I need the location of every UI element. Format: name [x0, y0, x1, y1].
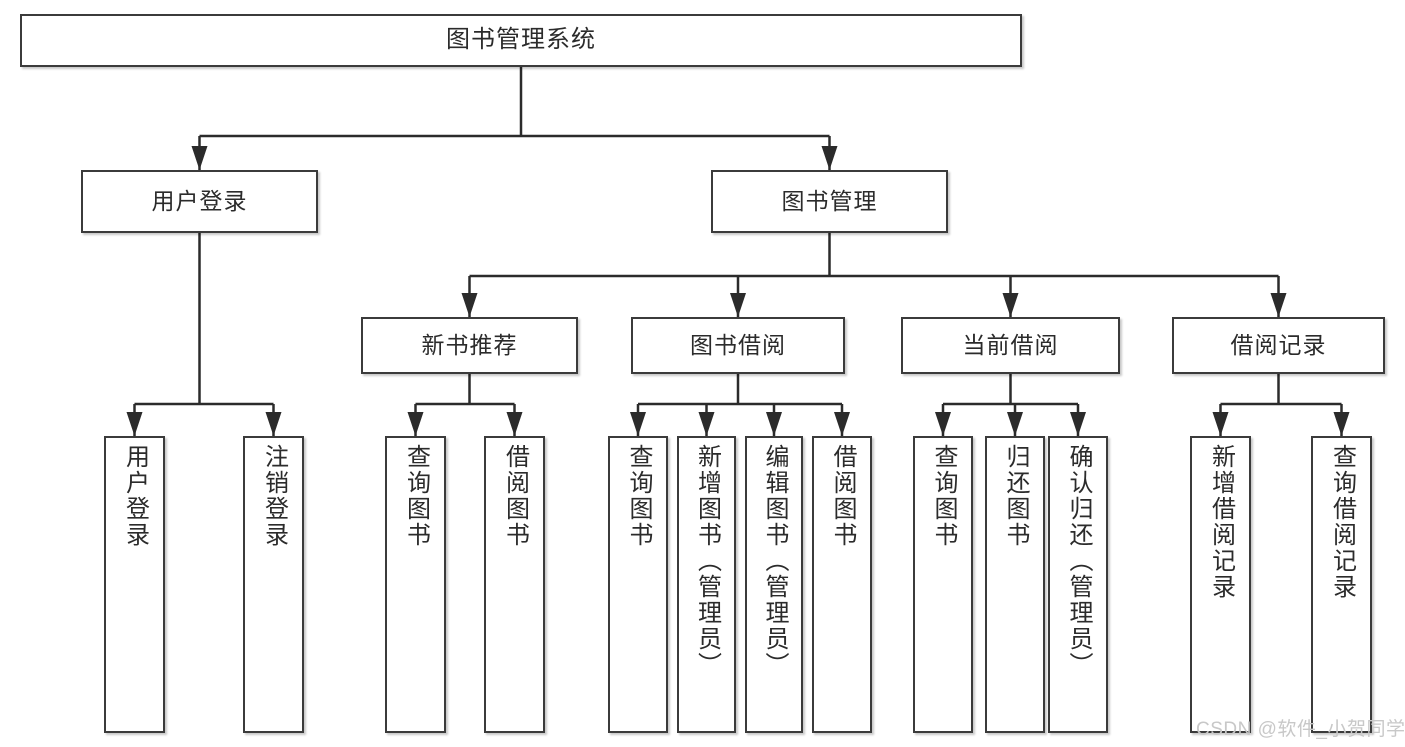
- arrowhead-user-login: [191, 146, 208, 170]
- node-label-user-login: 用户登录: [151, 187, 248, 214]
- node-leaf-user-login: 用户登录: [104, 436, 165, 733]
- arrowhead-leaf-query-book-1: [407, 412, 424, 436]
- node-new-book-rec: 新书推荐: [361, 317, 578, 374]
- node-leaf-query-book-1: 查询图书: [385, 436, 446, 733]
- node-leaf-add-record: 新增借阅记录: [1190, 436, 1251, 733]
- arrowhead-leaf-borrow-book-1: [506, 412, 523, 436]
- node-leaf-confirm-return: 确认归还（管理员）: [1048, 436, 1108, 733]
- node-current-borrow: 当前借阅: [901, 317, 1120, 374]
- node-user-login: 用户登录: [81, 170, 318, 233]
- node-label-book-borrow: 图书借阅: [690, 331, 786, 358]
- node-leaf-borrow-book-2: 借阅图书: [812, 436, 872, 733]
- node-leaf-query-book-2: 查询图书: [608, 436, 668, 733]
- node-leaf-return-book: 归还图书: [985, 436, 1045, 733]
- node-label-leaf-query-book-2: 查询图书: [625, 444, 652, 548]
- node-leaf-query-record: 查询借阅记录: [1311, 436, 1372, 733]
- node-borrow-record: 借阅记录: [1172, 317, 1385, 374]
- arrowhead-book-manage: [821, 146, 838, 170]
- node-label-book-manage: 图书管理: [781, 187, 878, 214]
- arrowhead-current-borrow: [1002, 293, 1019, 317]
- arrowhead-leaf-add-book: [698, 412, 715, 436]
- node-leaf-logout: 注销登录: [243, 436, 304, 733]
- arrowhead-leaf-user-login: [126, 412, 143, 436]
- node-book-borrow: 图书借阅: [631, 317, 845, 374]
- arrowhead-leaf-add-record: [1212, 412, 1229, 436]
- arrowhead-leaf-return-book: [1007, 412, 1023, 436]
- arrowhead-book-borrow: [730, 293, 746, 317]
- arrowhead-leaf-logout: [265, 412, 282, 436]
- arrowhead-new-book-rec: [461, 293, 478, 317]
- node-book-manage: 图书管理: [711, 170, 948, 233]
- arrowhead-borrow-record: [1270, 293, 1287, 317]
- node-label-current-borrow: 当前借阅: [962, 331, 1059, 358]
- node-label-leaf-user-login: 用户登录: [121, 444, 149, 548]
- arrowhead-leaf-edit-book: [766, 412, 782, 436]
- node-leaf-query-book-3: 查询图书: [913, 436, 973, 733]
- node-leaf-edit-book: 编辑图书（管理员）: [745, 436, 803, 733]
- node-label-leaf-return-book: 归还图书: [1002, 444, 1029, 548]
- node-label-leaf-query-book-3: 查询图书: [930, 444, 957, 548]
- node-label-leaf-add-record: 新增借阅记录: [1207, 444, 1235, 600]
- node-leaf-add-book: 新增图书（管理员）: [677, 436, 736, 733]
- node-label-leaf-add-book: 新增图书（管理员）: [693, 444, 721, 678]
- node-label-leaf-query-record: 查询借阅记录: [1328, 444, 1356, 600]
- arrowhead-leaf-confirm-return: [1070, 412, 1086, 436]
- node-label-leaf-query-book-1: 查询图书: [402, 444, 430, 548]
- node-leaf-borrow-book-1: 借阅图书: [484, 436, 545, 733]
- arrowhead-leaf-query-record: [1333, 412, 1350, 436]
- node-label-leaf-borrow-book-2: 借阅图书: [829, 444, 856, 548]
- node-label-borrow-record: 借阅记录: [1230, 331, 1327, 358]
- node-label-new-book-rec: 新书推荐: [421, 331, 518, 358]
- node-label-leaf-borrow-book-1: 借阅图书: [501, 444, 529, 548]
- node-label-root: 图书管理系统: [446, 26, 596, 54]
- node-label-leaf-logout: 注销登录: [260, 444, 288, 548]
- node-root: 图书管理系统: [20, 14, 1022, 67]
- arrowhead-leaf-borrow-book-2: [834, 412, 850, 436]
- node-label-leaf-edit-book: 编辑图书（管理员）: [761, 444, 788, 678]
- arrowhead-leaf-query-book-3: [935, 412, 951, 436]
- arrowhead-leaf-query-book-2: [630, 412, 646, 436]
- node-label-leaf-confirm-return: 确认归还（管理员）: [1065, 444, 1092, 678]
